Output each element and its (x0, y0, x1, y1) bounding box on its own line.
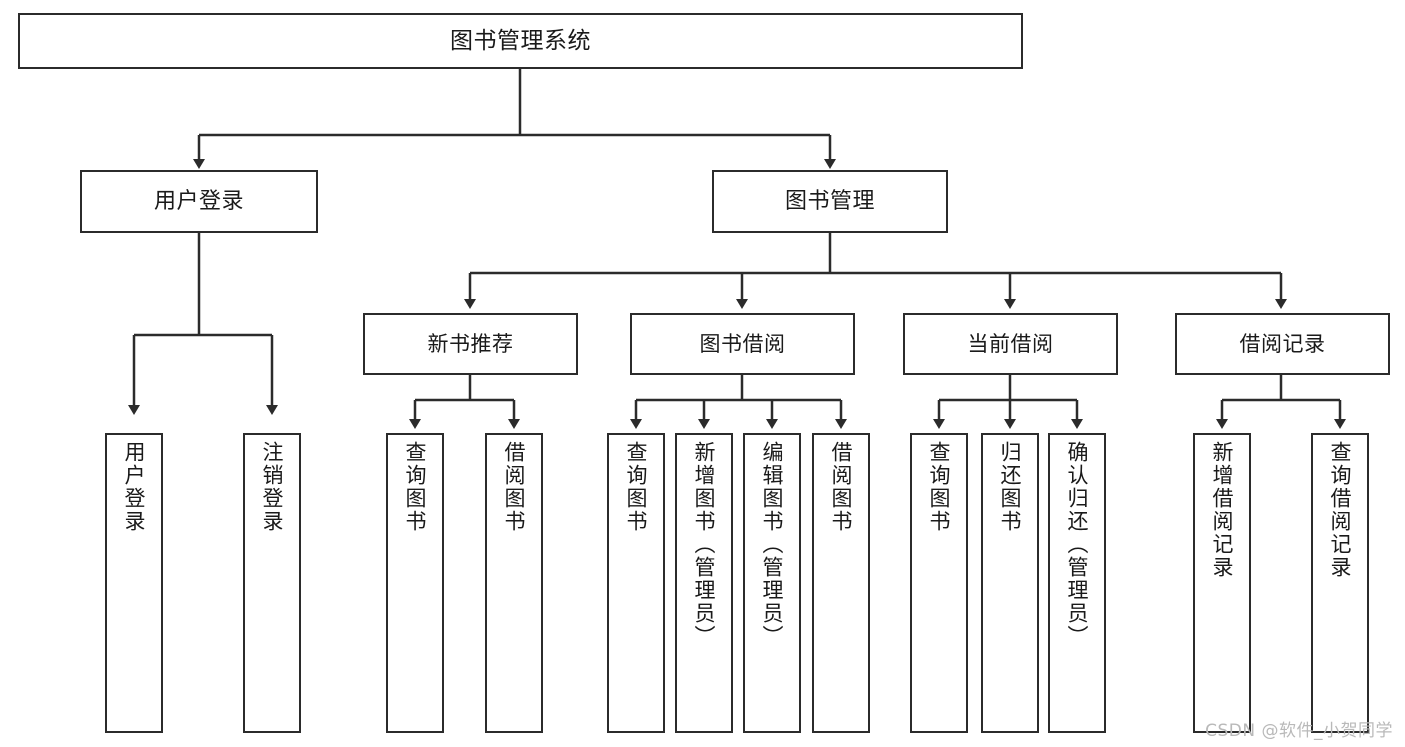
node-borrow-record[interactable]: 借阅记录 (1175, 313, 1390, 375)
node-label: 注销登录 (260, 441, 285, 533)
node-label: 新增图书（管理员） (692, 441, 717, 648)
node-label: 用户登录 (153, 188, 244, 214)
leaf-new-book-borrow[interactable]: 借阅图书 (485, 433, 543, 733)
node-user-login[interactable]: 用户登录 (80, 170, 318, 233)
node-label: 归还图书 (998, 441, 1023, 533)
leaf-current-borrow-query[interactable]: 查询图书 (910, 433, 968, 733)
leaf-user-login-logout[interactable]: 注销登录 (243, 433, 301, 733)
node-label: 借阅图书 (829, 441, 854, 533)
node-label: 编辑图书（管理员） (760, 441, 785, 648)
node-book-management[interactable]: 图书管理 (712, 170, 948, 233)
node-label: 查询借阅记录 (1328, 441, 1353, 579)
leaf-user-login-login[interactable]: 用户登录 (105, 433, 163, 733)
node-current-borrow[interactable]: 当前借阅 (903, 313, 1118, 375)
node-book-borrow[interactable]: 图书借阅 (630, 313, 855, 375)
leaf-borrow-record-query[interactable]: 查询借阅记录 (1311, 433, 1369, 733)
node-label: 新书推荐 (427, 331, 514, 356)
node-label: 新增借阅记录 (1210, 441, 1235, 579)
node-root-system[interactable]: 图书管理系统 (18, 13, 1023, 69)
leaf-current-borrow-confirm-return[interactable]: 确认归还（管理员） (1048, 433, 1106, 733)
node-label: 查询图书 (624, 441, 649, 533)
node-label: 图书管理系统 (450, 27, 591, 54)
leaf-book-borrow-edit[interactable]: 编辑图书（管理员） (743, 433, 801, 733)
node-label: 当前借阅 (967, 331, 1054, 356)
leaf-book-borrow-query[interactable]: 查询图书 (607, 433, 665, 733)
node-label: 用户登录 (122, 441, 147, 533)
node-label: 查询图书 (403, 441, 428, 533)
node-label: 借阅图书 (502, 441, 527, 533)
node-label: 查询图书 (927, 441, 952, 533)
node-label: 借阅记录 (1239, 331, 1326, 356)
leaf-current-borrow-return[interactable]: 归还图书 (981, 433, 1039, 733)
node-label: 确认归还（管理员） (1065, 441, 1090, 648)
watermark-text: CSDN @软件_小贺同学 (1205, 721, 1393, 741)
leaf-book-borrow-borrow[interactable]: 借阅图书 (812, 433, 870, 733)
leaf-borrow-record-add[interactable]: 新增借阅记录 (1193, 433, 1251, 733)
leaf-new-book-query[interactable]: 查询图书 (386, 433, 444, 733)
node-label: 图书管理 (784, 188, 875, 214)
node-new-book-recommend[interactable]: 新书推荐 (363, 313, 578, 375)
node-label: 图书借阅 (699, 331, 786, 356)
leaf-book-borrow-add[interactable]: 新增图书（管理员） (675, 433, 733, 733)
